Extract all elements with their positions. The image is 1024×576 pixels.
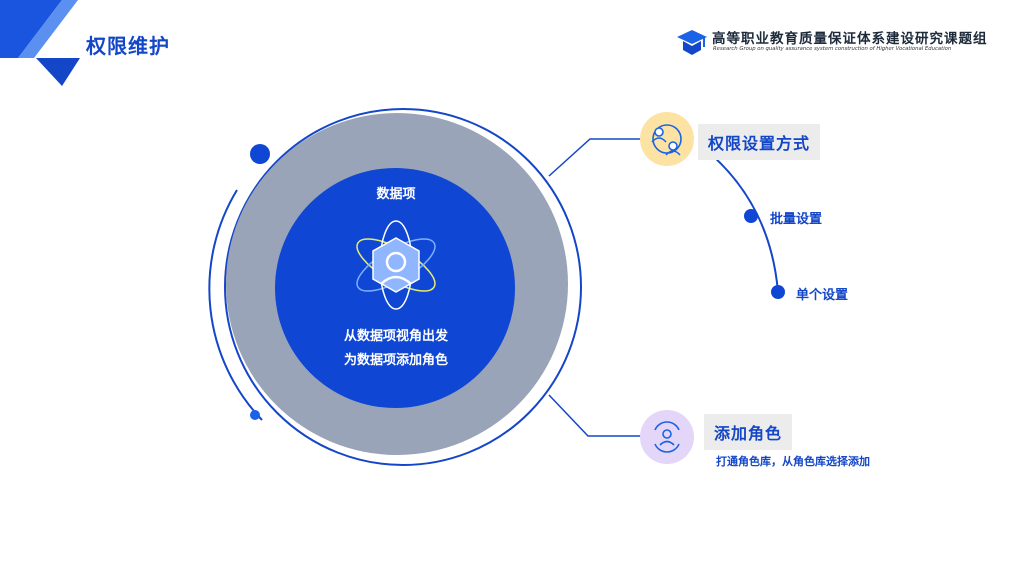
ring-dot-large xyxy=(250,144,270,164)
connector-top xyxy=(548,138,642,177)
branch-description-add-role: 打通角色库，从角色库选择添加 xyxy=(716,455,870,468)
org-subtitle: Research Group on quality assurance syst… xyxy=(713,46,952,52)
center-line-2: 为数据项添加角色 xyxy=(343,353,448,368)
sub-item-single: 单个设置 xyxy=(796,288,849,303)
connector-bottom xyxy=(548,394,642,437)
ring-dot-small xyxy=(250,410,260,420)
center-line-1: 从数据项视角出发 xyxy=(343,329,448,344)
atom-user-icon xyxy=(356,220,436,310)
sub-branch-curve xyxy=(699,144,779,293)
outer-ring xyxy=(224,108,582,466)
page-title: 权限维护 xyxy=(86,34,170,58)
graduation-cap-icon xyxy=(677,30,707,55)
user-cycle-icon xyxy=(654,421,680,453)
sub-item-batch: 批量设置 xyxy=(770,212,823,227)
bullet-dot-1 xyxy=(744,209,758,223)
bullet-dot-2 xyxy=(771,285,785,299)
corner-logo-shape xyxy=(0,0,80,86)
branch-label-add-role: 添加角色 xyxy=(704,414,793,450)
branch-label-permission-method: 权限设置方式 xyxy=(698,124,821,160)
center-title: 数据项 xyxy=(376,187,416,202)
org-title: 高等职业教育质量保证体系建设研究课题组 xyxy=(712,31,988,47)
badge-yellow xyxy=(640,112,694,166)
badge-purple xyxy=(640,410,694,464)
outer-arc xyxy=(208,189,263,421)
team-settings-icon xyxy=(651,124,682,156)
